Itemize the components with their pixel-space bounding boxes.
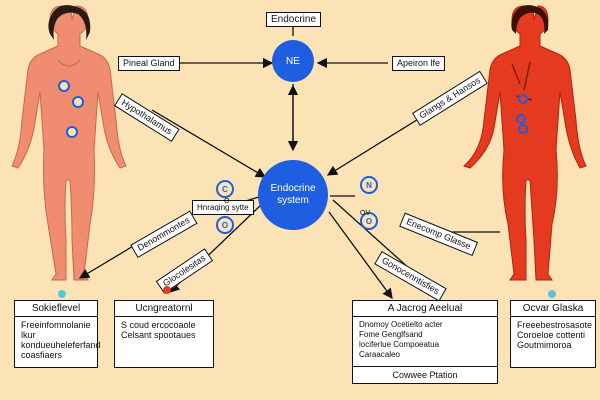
- center-node[interactable]: Endocrine system: [258, 160, 328, 230]
- left-body-organ-dot-2: [72, 96, 84, 108]
- small-circle-c2: O: [216, 216, 234, 234]
- center-node-line1: Endocrine: [270, 183, 316, 194]
- info-box-3: A Jacrog Aeelual Dnomoy Ocetielto acter …: [352, 300, 498, 368]
- info-box-2-line-2: Celsant spootaues: [121, 330, 196, 340]
- left-body-figure: [11, 5, 127, 281]
- ne-node[interactable]: NE: [272, 40, 314, 82]
- label-left-top: Pineal Gland: [118, 56, 180, 71]
- info-box-3-line-3: lociferlue Compoeatua: [359, 340, 440, 349]
- info-box-3-title: A Jacrog Aeelual: [353, 301, 497, 317]
- top-title-label: Endocrine: [266, 12, 322, 27]
- info-box-3-line-1: Dnomoy Ocetielto acter: [359, 320, 443, 329]
- left-body-organ-dot-3: [66, 126, 78, 138]
- ne-node-label: NE: [286, 55, 300, 67]
- label-left-mid: Hnraqing sytte: [192, 200, 254, 215]
- small-circle-c3: N: [360, 176, 378, 194]
- info-box-1-line-3: coasfiaers: [21, 350, 63, 360]
- info-box-2: Ucngreatornl S coud ercocoaole Celsant s…: [114, 300, 214, 368]
- info-box-3-line-4: Caraacaleo: [359, 350, 400, 359]
- small-circle-c4: O: [360, 212, 378, 230]
- info-box-4-line-1: Freeebestrosasote: [517, 320, 593, 330]
- info-box-1: Sokieflevel Freeinfomnolanie lkur kondue…: [14, 300, 101, 368]
- info-box-3-footer: Cowwee Ptation: [352, 366, 498, 384]
- info-box-1-line-1: Freeinfomnolanie lkur: [21, 320, 91, 340]
- dot-label-left-mid: O: [224, 198, 230, 205]
- box-1-connector-dot: [58, 290, 66, 298]
- label-right-top: Apeiron lfe: [392, 56, 446, 71]
- info-box-3-line-2: Fome Genglfsand: [359, 330, 423, 339]
- box-2-connector-dot: [163, 286, 171, 294]
- dot-label-right-mid: OV: [360, 210, 371, 217]
- right-body-organ-dot-1: [518, 94, 528, 104]
- box-4-connector-dot: [548, 290, 556, 298]
- info-box-4-title: Ocvar Glaska: [511, 301, 595, 317]
- small-circle-c1: C: [216, 180, 234, 198]
- info-box-1-title: Sokieflevel: [15, 301, 97, 317]
- left-body-organ-dot-1: [58, 80, 70, 92]
- center-node-line2: system: [277, 195, 309, 206]
- right-body-figure: [463, 5, 587, 281]
- info-box-2-line-1: S coud ercocoaole: [121, 320, 196, 330]
- info-box-4-line-2: Coroeloe cottenti: [517, 330, 586, 340]
- info-box-4-line-3: Goutmimoroa: [517, 340, 572, 350]
- right-body-organ-dot-3: [518, 124, 528, 134]
- info-box-1-line-2: kondueuheleferfand: [21, 340, 101, 350]
- right-body-organ-dot-2: [516, 114, 526, 124]
- info-box-2-title: Ucngreatornl: [115, 301, 213, 317]
- info-box-4: Ocvar Glaska Freeebestrosasote Coroeloe …: [510, 300, 596, 368]
